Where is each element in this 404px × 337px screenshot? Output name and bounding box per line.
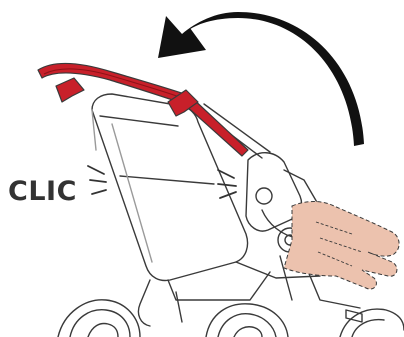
- sound-burst-icon: [88, 166, 236, 198]
- bumper-bar: [38, 63, 248, 156]
- hand-icon: [284, 202, 399, 290]
- clic-label: CLIC: [8, 178, 77, 205]
- curved-arrow-icon: [158, 12, 364, 146]
